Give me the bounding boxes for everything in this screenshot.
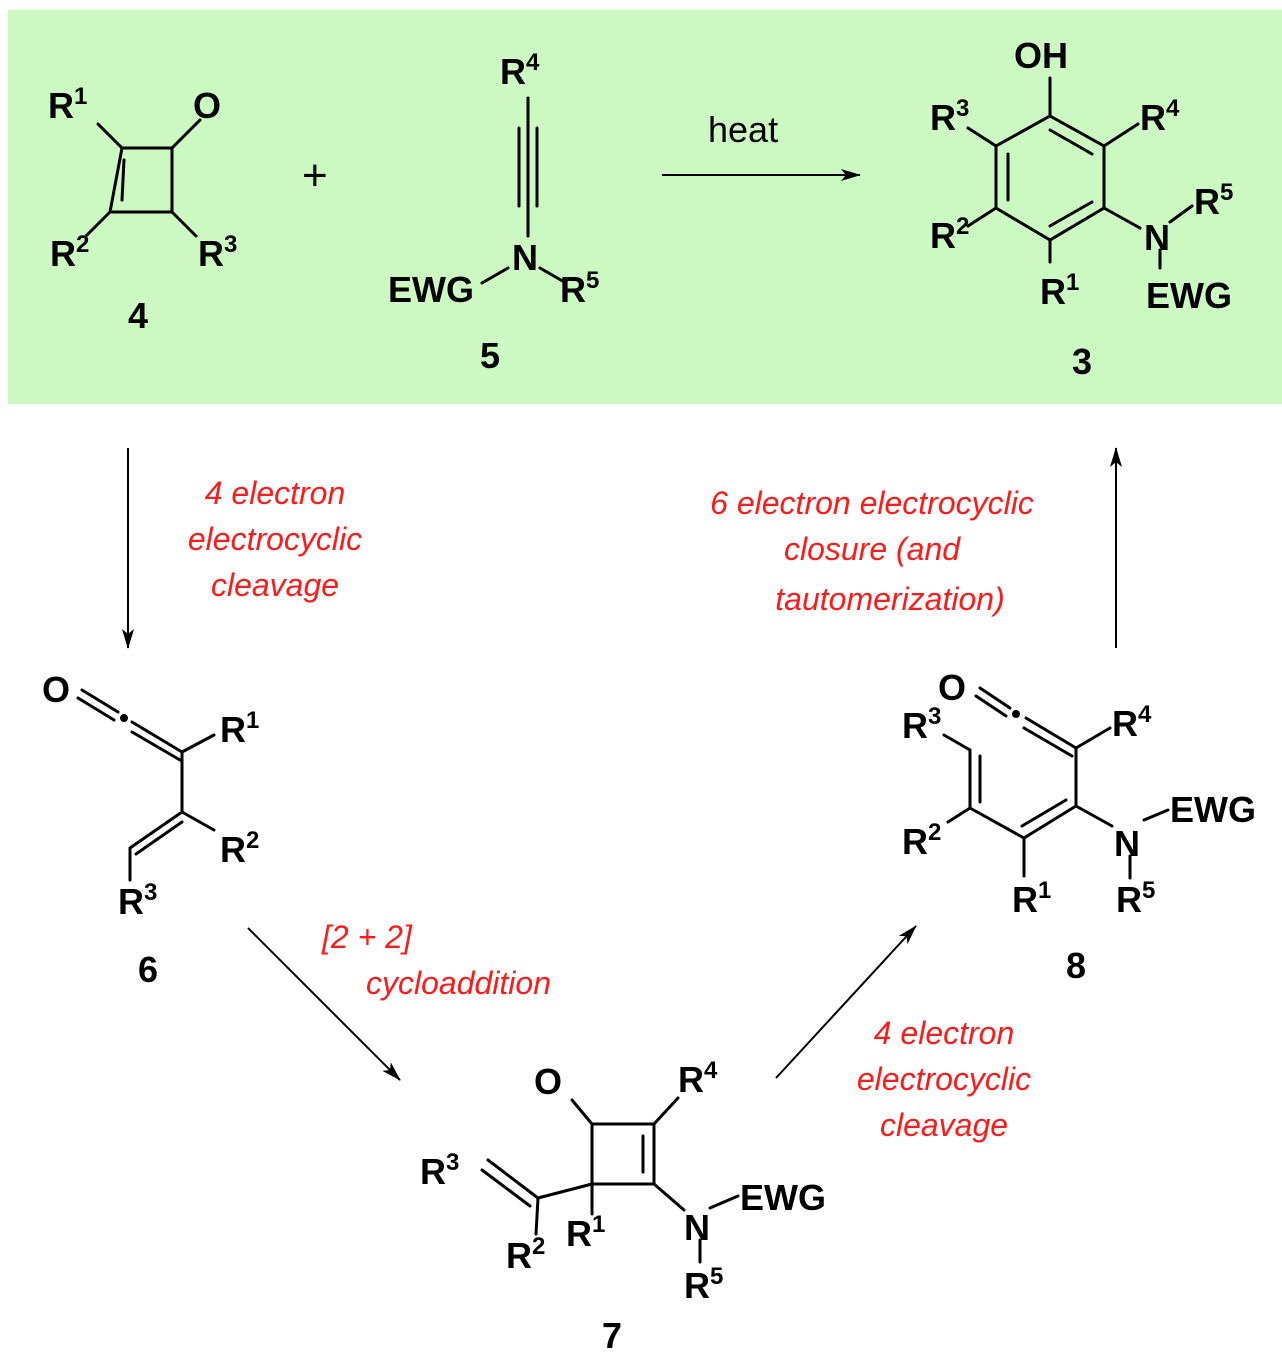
c7-r4-label: R4 (678, 1057, 718, 1100)
c3-r3-label: R3 (930, 95, 969, 138)
compound-number-5: 5 (480, 335, 500, 376)
heat-condition-label: heat (708, 109, 778, 150)
compound-number-3: 3 (1072, 341, 1092, 382)
c6-r3-label: R3 (118, 879, 157, 922)
step-label-closure-line-2: closure (and (784, 531, 961, 567)
c8-r5-label: R5 (1116, 877, 1155, 920)
c4-r2-label: R2 (50, 231, 89, 274)
c8-nitrogen-label: N (1114, 823, 1140, 864)
compound-number-8: 8 (1066, 945, 1086, 986)
c5-nitrogen-label: N (512, 237, 538, 278)
compound-8: O R3 R4 EWG N R2 R1 R5 8 (902, 667, 1256, 986)
compound-number-6: 6 (138, 949, 158, 990)
compound-5: R4 N EWG R5 5 (388, 49, 599, 376)
c6-r2-label: R2 (220, 827, 259, 870)
step-label-cleavage-2-line-2: electrocyclic (857, 1061, 1031, 1097)
c4-r3-label: R3 (198, 231, 237, 274)
step-label-cycloaddition-line-1: [2 + 2] (321, 919, 413, 955)
c3-r2-label: R2 (930, 213, 969, 256)
c3-r1-label: R1 (1040, 269, 1079, 312)
c8-r2-label: R2 (902, 819, 941, 862)
c3-ewg-label: EWG (1146, 275, 1232, 316)
c3-hydroxyl-label: OH (1014, 35, 1068, 76)
c5-ewg-label: EWG (388, 269, 474, 310)
compound-6: O R1 R2 R3 6 (42, 669, 259, 990)
c8-r4-label: R4 (1112, 701, 1152, 744)
c4-oxygen-label: O (193, 85, 221, 126)
c7-ewg-label: EWG (740, 1177, 826, 1218)
step-label-cycloaddition-line-2: cycloaddition (366, 965, 551, 1001)
step-label-cleavage-2-line-3: cleavage (880, 1107, 1008, 1143)
step-label-closure-line-1: 6 electron electrocyclic (710, 485, 1034, 521)
compound-7: O R4 R3 EWG N R1 R2 R5 7 (420, 1057, 826, 1356)
c6-oxygen-label: O (42, 669, 70, 710)
c7-oxygen-label: O (534, 1061, 562, 1102)
arrow-6-to-7 (247, 927, 401, 1081)
c7-r5-label: R5 (684, 1263, 723, 1306)
overall-reaction-panel (8, 10, 1282, 404)
step-label-cleavage-1-line-1: 4 electron (205, 475, 346, 511)
compound-3: OH R3 R4 R2 N R5 R1 EWG 3 (930, 35, 1233, 382)
step-label-cleavage-1-line-3: cleavage (211, 567, 339, 603)
c8-ewg-label: EWG (1170, 789, 1256, 830)
compound-number-7: 7 (602, 1315, 622, 1356)
c3-r4-label: R4 (1140, 95, 1180, 138)
plus-sign: + (302, 151, 328, 200)
c3-r5-label: R5 (1194, 179, 1233, 222)
c5-r4-label: R4 (500, 49, 540, 92)
step-label-cleavage-2-line-1: 4 electron (874, 1015, 1015, 1051)
c8-oxygen-label: O (938, 667, 966, 708)
c4-r1-label: R1 (48, 83, 87, 126)
c7-r3-label: R3 (420, 1149, 459, 1192)
c8-r3-label: R3 (902, 703, 941, 746)
c3-nitrogen-label: N (1144, 217, 1170, 258)
c5-r5-label: R5 (560, 267, 599, 310)
c7-r2-label: R2 (506, 1233, 545, 1276)
c7-nitrogen-label: N (684, 1207, 710, 1248)
compound-4: O R1 R2 R3 4 (48, 83, 237, 336)
step-label-cleavage-1-line-2: electrocyclic (188, 521, 362, 557)
compound-number-4: 4 (128, 295, 148, 336)
c7-r1-label: R1 (566, 1211, 605, 1254)
arrow-7-to-8 (775, 925, 917, 1079)
c8-r1-label: R1 (1012, 877, 1051, 920)
c6-r1-label: R1 (220, 707, 259, 750)
step-label-closure-line-3: tautomerization) (775, 581, 1004, 617)
